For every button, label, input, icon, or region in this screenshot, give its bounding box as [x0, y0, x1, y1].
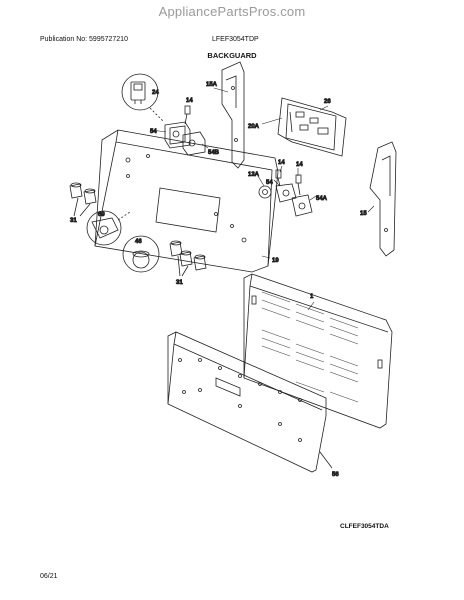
part-15a-bracket [221, 61, 245, 169]
callout-31-bottom: 31 [176, 280, 183, 286]
part-1-rear-panel [243, 273, 393, 429]
section-title: BACKGUARD [207, 51, 257, 60]
publication-number: Publication No: 5995727210 [40, 36, 128, 43]
model-number: LFEF3054TDP [212, 36, 259, 43]
revision-date: 06/21 [40, 573, 58, 580]
callout-54a: 54A [316, 196, 328, 202]
callout-20a: 20A [248, 124, 260, 130]
part-54-switch [164, 105, 191, 149]
callout-1: 1 [310, 294, 314, 300]
site-watermark: AppliancePartsPros.com [158, 4, 306, 19]
part-24-detail [121, 73, 165, 123]
callout-15: 15 [360, 211, 367, 217]
callout-54: 54 [150, 129, 157, 135]
callout-13a: 13A [248, 172, 260, 178]
part-31-knobs-bottom [169, 240, 207, 277]
leader-lines [151, 87, 375, 311]
callout-14-right-b: 14 [296, 162, 303, 168]
part-31-knobs-left [69, 182, 97, 217]
callout-15a: 15A [206, 82, 218, 88]
callout-14: 14 [186, 98, 193, 104]
part-13a-54-54a-group [258, 169, 313, 217]
part-56-lower-panel [167, 331, 333, 473]
part-26-control-board [277, 97, 347, 157]
figure-code: CLFEF3054TDA [340, 523, 389, 530]
callout-56: 56 [332, 472, 339, 478]
callout-24: 24 [152, 90, 159, 96]
callout-14-right-a: 14 [278, 160, 285, 166]
part-15-bracket [369, 141, 397, 257]
callout-69: 69 [98, 212, 105, 218]
callout-54-right: 54 [266, 180, 273, 186]
callout-26: 26 [324, 99, 331, 105]
callout-54b: 54B [208, 150, 220, 156]
part-69-detail [86, 210, 131, 246]
callout-31-left: 31 [70, 218, 77, 224]
callout-19: 19 [272, 258, 279, 264]
part-46-detail [122, 235, 160, 273]
callout-46: 46 [135, 239, 142, 245]
